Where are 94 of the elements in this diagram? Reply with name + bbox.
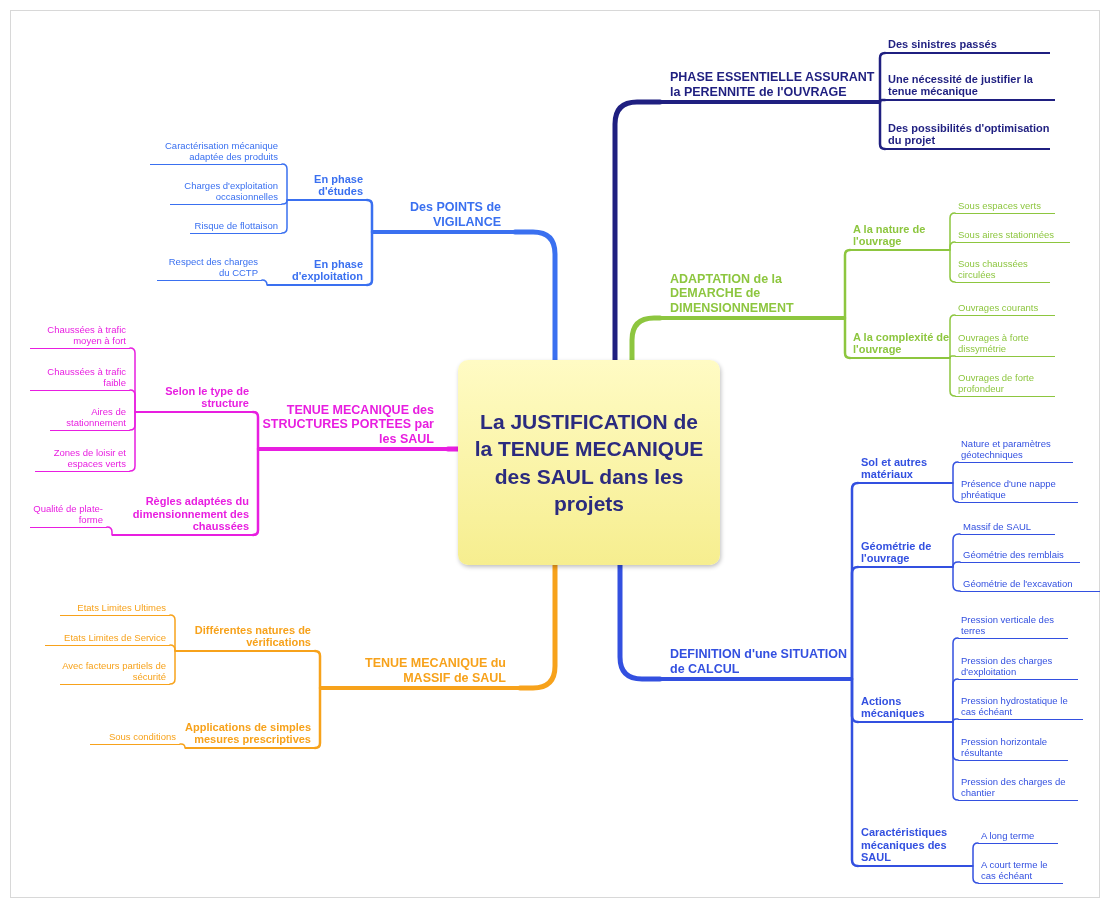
branch-line	[313, 649, 322, 690]
branch-line	[251, 410, 260, 451]
sub-branch-label: Des possibilités d'optimisation du projet	[885, 121, 1050, 150]
sub-branch-label: Actions mécaniques	[858, 694, 953, 723]
branch-line	[365, 230, 374, 287]
sub-branch-label: A la nature de l'ouvrage	[850, 222, 950, 251]
sub-branch-label: Sol et autres matériaux	[858, 455, 953, 484]
branch-line	[281, 199, 288, 205]
leaf-label: Nature et paramètres géotechniques	[958, 439, 1073, 463]
branch-line	[972, 842, 979, 867]
branch-line	[129, 389, 136, 413]
branch-line	[106, 526, 113, 536]
branch-line	[949, 355, 956, 359]
leaf-label: Ouvrages courants	[955, 303, 1055, 316]
sub-branch-label: Géométrie de l'ouvrage	[858, 539, 953, 568]
sub-branch-label: Des sinistres passés	[885, 38, 1050, 54]
leaf-label: Chaussées à trafic moyen à fort	[30, 325, 130, 349]
leaf-label: Sous chaussées circulées	[955, 259, 1050, 283]
branch-line	[261, 279, 268, 286]
sub-branch-label: Une nécessité de justifier la tenue mécanique	[885, 72, 1055, 101]
branch-line	[629, 315, 663, 363]
leaf-label: Pression verticale des terres	[958, 615, 1068, 639]
branch-line	[612, 99, 663, 363]
branch-line	[952, 482, 959, 503]
branch-line	[281, 163, 288, 201]
sub-branch-label: Selon le type de structure	[135, 384, 253, 413]
main-branch-label: TENUE MECANIQUE du MASSIF de SAUL	[320, 656, 520, 690]
branch-line	[169, 644, 176, 652]
branch-line	[843, 248, 852, 320]
branch-line	[952, 533, 961, 568]
leaf-label: Pression horizontale résultante	[958, 737, 1068, 761]
leaf-label: Aires de stationnement	[50, 407, 130, 431]
leaf-label: Avec facteurs partiels de sécurité	[60, 661, 170, 685]
branch-line	[952, 721, 959, 801]
branch-line	[251, 447, 260, 537]
leaf-label: Ouvrages de forte profondeur	[955, 373, 1055, 397]
branch-line	[952, 678, 959, 723]
sub-branch-label: Règles adaptées du dimensionnement des chaussées	[112, 495, 253, 536]
leaf-label: Etats Limites de Service	[45, 633, 170, 646]
main-branch-label: TENUE MECANIQUE des STRUCTURES PORTEES par les SAUL	[258, 402, 448, 451]
main-branch-label: DEFINITION d'une SITUATION de CALCUL	[660, 647, 852, 681]
branch-line	[517, 562, 558, 691]
branch-line	[972, 865, 979, 884]
branch-line	[313, 686, 322, 750]
sub-branch-label: A la complexité de l'ouvrage	[850, 330, 950, 359]
branch-line	[179, 743, 186, 749]
sub-branch-label: En phase d'exploitation	[267, 257, 367, 286]
sub-branch-label: En phase d'études	[287, 172, 367, 201]
leaf-label: Charges d'exploitation occasionnelles	[170, 181, 282, 205]
leaf-label: A court terme le cas échéant	[978, 860, 1063, 884]
main-branch-label: PHASE ESSENTIELLE ASSURANT la PERENNITE de l'OUVRAGE	[660, 70, 880, 104]
branch-line	[843, 316, 852, 360]
sub-branch-label: Caractéristiques mécaniques des SAUL	[858, 826, 973, 867]
leaf-label: Pression des charges de chantier	[958, 777, 1078, 801]
sub-branch-label: Différentes natures de vérifications	[175, 623, 315, 652]
branch-line	[512, 229, 558, 363]
branch-line	[949, 241, 956, 251]
branch-line	[878, 100, 887, 151]
leaf-label: Risque de flottaison	[190, 221, 282, 234]
central-topic-box: La JUSTIFICATION de la TENUE MECANIQUE des SAUL dans les projets	[458, 360, 720, 565]
leaf-label: Géométrie de l'excavation	[960, 579, 1100, 592]
leaf-label: Géométrie des remblais	[960, 550, 1080, 563]
branch-line	[949, 249, 956, 283]
sub-branch-label: Applications de simples mesures prescriptives	[185, 720, 315, 749]
leaf-label: Ouvrages à forte dissymétrie	[955, 333, 1055, 357]
leaf-label: Chaussées à trafic faible	[30, 367, 130, 391]
leaf-label: Sous conditions	[90, 732, 180, 745]
leaf-label: Caractérisation mécanique adaptée des produits	[150, 141, 282, 165]
branch-line	[952, 566, 961, 592]
main-branch-label: ADAPTATION de la DEMARCHE de DIMENSIONNEMENT	[660, 271, 845, 320]
leaf-label: Etats Limites Ultimes	[60, 603, 170, 616]
branch-line	[952, 718, 959, 723]
main-branch-label: Des POINTS de VIGILANCE	[372, 200, 515, 234]
leaf-label: Présence d'une nappe phréatique	[958, 479, 1078, 503]
branch-line	[365, 198, 374, 234]
branch-line	[617, 562, 663, 682]
branch-line	[281, 199, 288, 234]
branch-line	[949, 357, 956, 397]
leaf-label: Sous aires stationnées	[955, 230, 1070, 243]
branch-line	[850, 565, 860, 681]
branch-line	[949, 314, 956, 359]
branch-line	[169, 650, 176, 685]
leaf-label: Pression des charges d'exploitation	[958, 656, 1078, 680]
leaf-label: A long terme	[978, 831, 1058, 844]
branch-line	[952, 461, 959, 484]
leaf-label: Zones de loisir et espaces verts	[35, 448, 130, 472]
leaf-label: Sous espaces verts	[955, 201, 1055, 214]
leaf-label: Respect des charges du CCTP	[157, 257, 262, 281]
branch-line	[952, 561, 961, 568]
leaf-label: Pression hydrostatique le cas échéant	[958, 696, 1083, 720]
leaf-label: Massif de SAUL	[960, 522, 1055, 535]
branch-line	[129, 411, 136, 472]
leaf-label: Qualité de plate-forme	[30, 504, 107, 528]
branch-line	[878, 98, 887, 104]
